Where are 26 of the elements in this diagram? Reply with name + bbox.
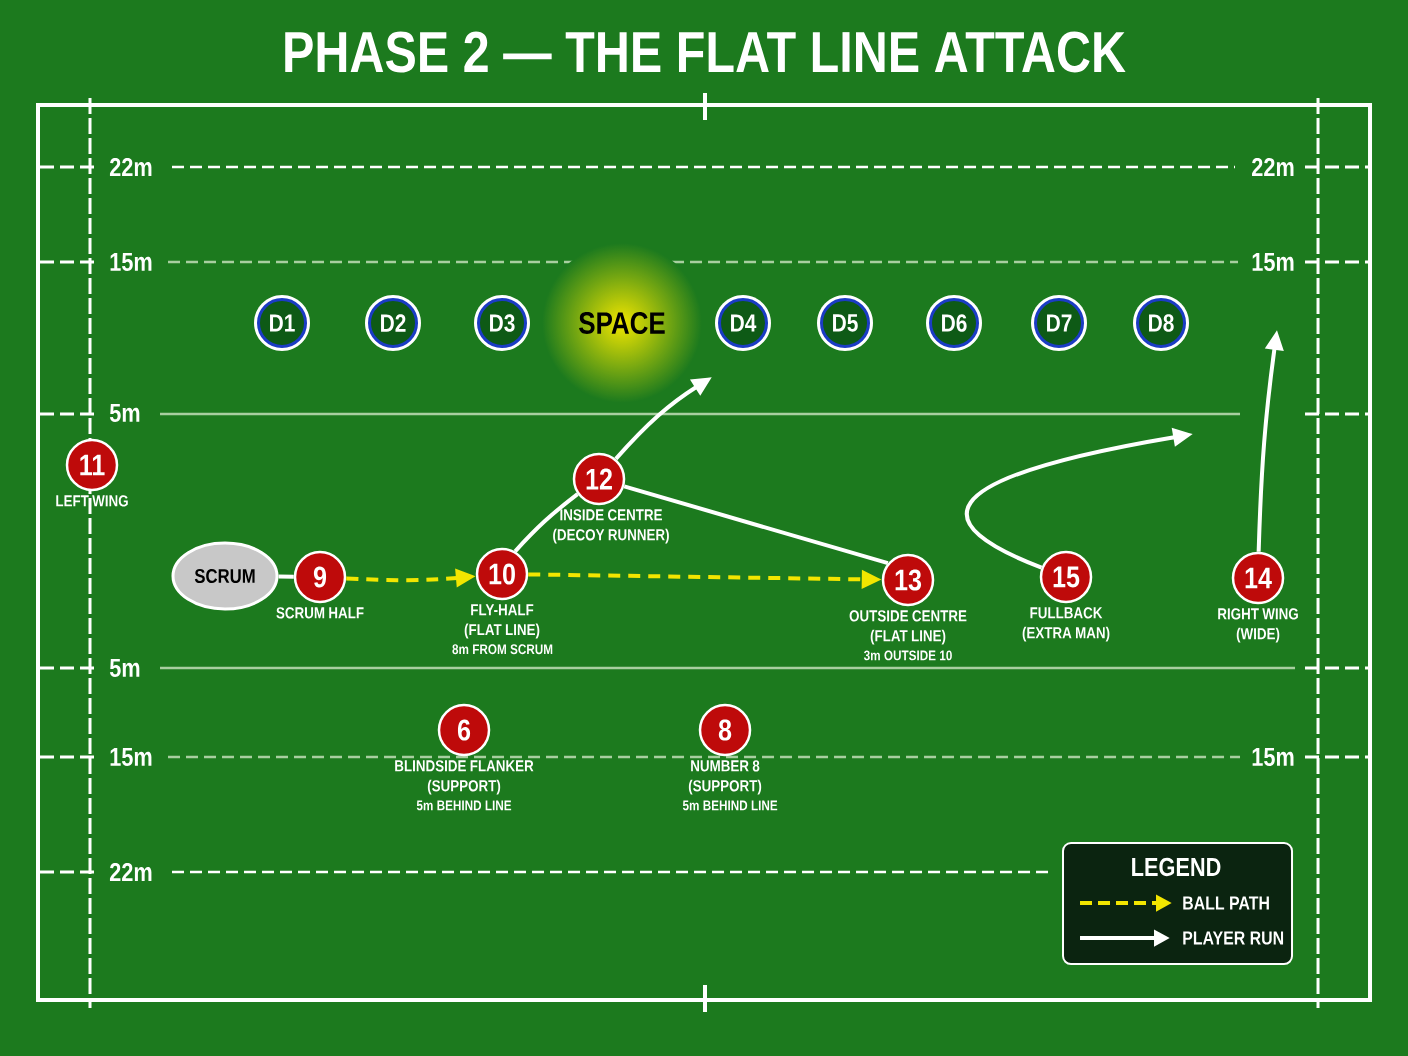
player-label: OUTSIDE CENTRE (FLAT LINE) 3m OUTSIDE 10 — [849, 610, 967, 661]
player-label: FLY-HALF (FLAT LINE) 8m FROM SCRUM — [452, 604, 553, 655]
legend-text: PLAYER RUN — [1183, 931, 1284, 945]
legend-title: LEGEND — [1132, 857, 1221, 877]
distance-label: 15m — [1252, 747, 1294, 767]
player-label: INSIDE CENTRE (DECOY RUNNER) — [553, 509, 669, 544]
player-label: SCRUM HALF — [276, 607, 364, 619]
legend-text: BALL PATH — [1183, 896, 1269, 910]
run-line — [623, 484, 889, 566]
distance-label: 5m — [109, 658, 140, 678]
title: PHASE 2 — THE FLAT LINE ATTACK — [285, 31, 1126, 73]
distance-label: 22m — [1252, 157, 1294, 177]
run-line — [513, 492, 579, 553]
distance-label: 22m — [109, 862, 152, 882]
distance-label: 15m — [110, 252, 152, 272]
distance-label: 15m — [110, 747, 152, 767]
distance-label: 15m — [1252, 252, 1294, 272]
player-label: LEFT WING — [56, 495, 128, 507]
player-label: NUMBER 8 (SUPPORT) 5m BEHIND LINE — [682, 760, 778, 811]
distance-label: 5m — [109, 403, 140, 423]
distance-label: 22m — [109, 157, 152, 177]
player-label: FULLBACK (EXTRA MAN) — [1022, 607, 1110, 642]
zone-label: SPACE — [579, 312, 665, 334]
player-label: RIGHT WING (WIDE) — [1218, 608, 1298, 643]
player-label: BLINDSIDE FLANKER (SUPPORT) 5m BEHIND LINE — [395, 760, 534, 811]
run-line — [278, 574, 294, 579]
